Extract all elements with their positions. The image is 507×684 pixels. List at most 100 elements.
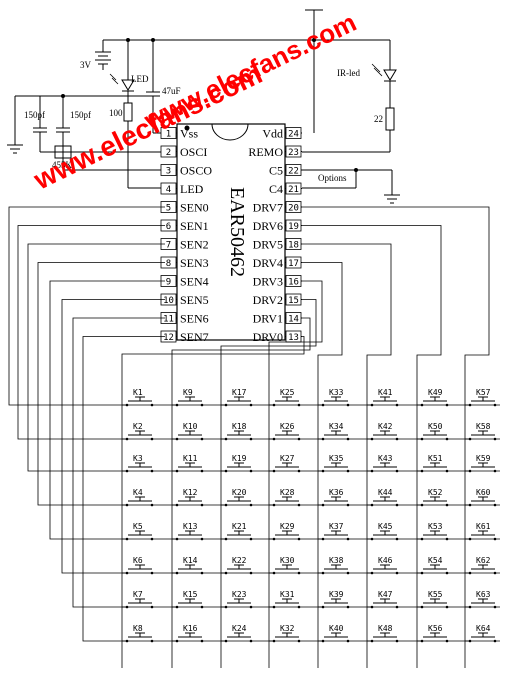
- key-label: K34: [329, 422, 344, 431]
- key-label: K7: [133, 590, 143, 599]
- resistor-100-label: 100: [109, 108, 123, 118]
- key-k14: K14: [172, 556, 204, 575]
- key-k17: K17: [221, 388, 253, 407]
- pin-label: C5: [269, 164, 283, 178]
- oscillator-network: 150pf 150pf 455K: [7, 94, 165, 171]
- key-label: K40: [329, 624, 344, 633]
- key-label: K25: [280, 388, 295, 397]
- key-k50: K50: [417, 422, 449, 441]
- key-label: K48: [378, 624, 393, 633]
- key-k34: K34: [318, 422, 350, 441]
- pin-label: DRV1: [253, 312, 283, 326]
- drv-wire-5: [302, 243, 392, 668]
- key-label: K18: [232, 422, 247, 431]
- pin-label: SEN4: [180, 275, 209, 289]
- key-label: K8: [133, 624, 143, 633]
- key-label: K61: [476, 522, 491, 531]
- key-k8: K8: [122, 624, 154, 643]
- key-k4: K4: [122, 488, 154, 507]
- key-label: K33: [329, 388, 344, 397]
- pin-number: 19: [288, 222, 299, 232]
- key-k31: K31: [269, 590, 301, 609]
- pin-label: SEN1: [180, 219, 209, 233]
- key-k5: K5: [122, 522, 154, 541]
- pin-number: 4: [166, 185, 171, 195]
- key-label: K29: [280, 522, 295, 531]
- key-k1: K1: [122, 388, 154, 407]
- watermark-text-2: www.elecfans.com: [139, 7, 361, 136]
- drv-wire-4: [302, 262, 343, 668]
- pin-label: SEN2: [180, 238, 209, 252]
- key-k35: K35: [318, 454, 350, 473]
- key-label: K13: [183, 522, 198, 531]
- key-label: K23: [232, 590, 247, 599]
- key-label: K22: [232, 556, 247, 565]
- pin-number: 20: [288, 204, 299, 214]
- sen-wire-7: [82, 336, 500, 642]
- pin-label: SEN0: [180, 201, 209, 215]
- pin-number: 21: [288, 185, 299, 195]
- key-k18: K18: [221, 422, 253, 441]
- key-label: K63: [476, 590, 491, 599]
- led-branch: LED 100: [109, 40, 165, 189]
- key-k28: K28: [269, 488, 301, 507]
- key-k20: K20: [221, 488, 253, 507]
- key-k52: K52: [417, 488, 449, 507]
- key-k51: K51: [417, 454, 449, 473]
- pin-label: DRV2: [253, 293, 283, 307]
- key-label: K42: [378, 422, 393, 431]
- key-label: K14: [183, 556, 198, 565]
- key-k59: K59: [465, 454, 497, 473]
- key-k47: K47: [367, 590, 399, 609]
- pin-number: 9: [166, 278, 171, 288]
- key-label: K59: [476, 454, 491, 463]
- key-label: K31: [280, 590, 295, 599]
- key-label: K47: [378, 590, 393, 599]
- pin-label: Vss: [180, 127, 198, 141]
- key-k54: K54: [417, 556, 449, 575]
- key-k48: K48: [367, 624, 399, 643]
- drv-wire-0: [121, 336, 305, 668]
- key-k37: K37: [318, 522, 350, 541]
- key-label: K26: [280, 422, 295, 431]
- ir-led-branch: IR-led 22: [302, 40, 397, 153]
- key-k25: K25: [269, 388, 301, 407]
- pin-right-19: 19 DRV6: [253, 219, 302, 233]
- key-k40: K40: [318, 624, 350, 643]
- key-label: K12: [183, 488, 198, 497]
- options-label: Options: [318, 173, 347, 183]
- key-k41: K41: [367, 388, 399, 407]
- key-k42: K42: [367, 422, 399, 441]
- pin-number: 16: [288, 278, 299, 288]
- key-k7: K7: [122, 590, 154, 609]
- key-k26: K26: [269, 422, 301, 441]
- key-label: K54: [428, 556, 443, 565]
- pin-label: OSCO: [180, 164, 212, 178]
- key-label: K9: [183, 388, 193, 397]
- power-rail: [103, 9, 390, 133]
- key-label: K3: [133, 454, 143, 463]
- key-label: K15: [183, 590, 198, 599]
- pin-label: DRV0: [253, 330, 283, 344]
- matrix-wiring: [8, 206, 500, 668]
- key-label: K57: [476, 388, 491, 397]
- key-label: K39: [329, 590, 344, 599]
- key-k57: K57: [465, 388, 497, 407]
- key-k36: K36: [318, 488, 350, 507]
- crystal-label: 455K: [52, 160, 73, 170]
- pin-number: 17: [288, 259, 299, 269]
- pin-number: 24: [288, 130, 299, 140]
- pin-label: DRV6: [253, 219, 283, 233]
- key-label: K41: [378, 388, 393, 397]
- key-k21: K21: [221, 522, 253, 541]
